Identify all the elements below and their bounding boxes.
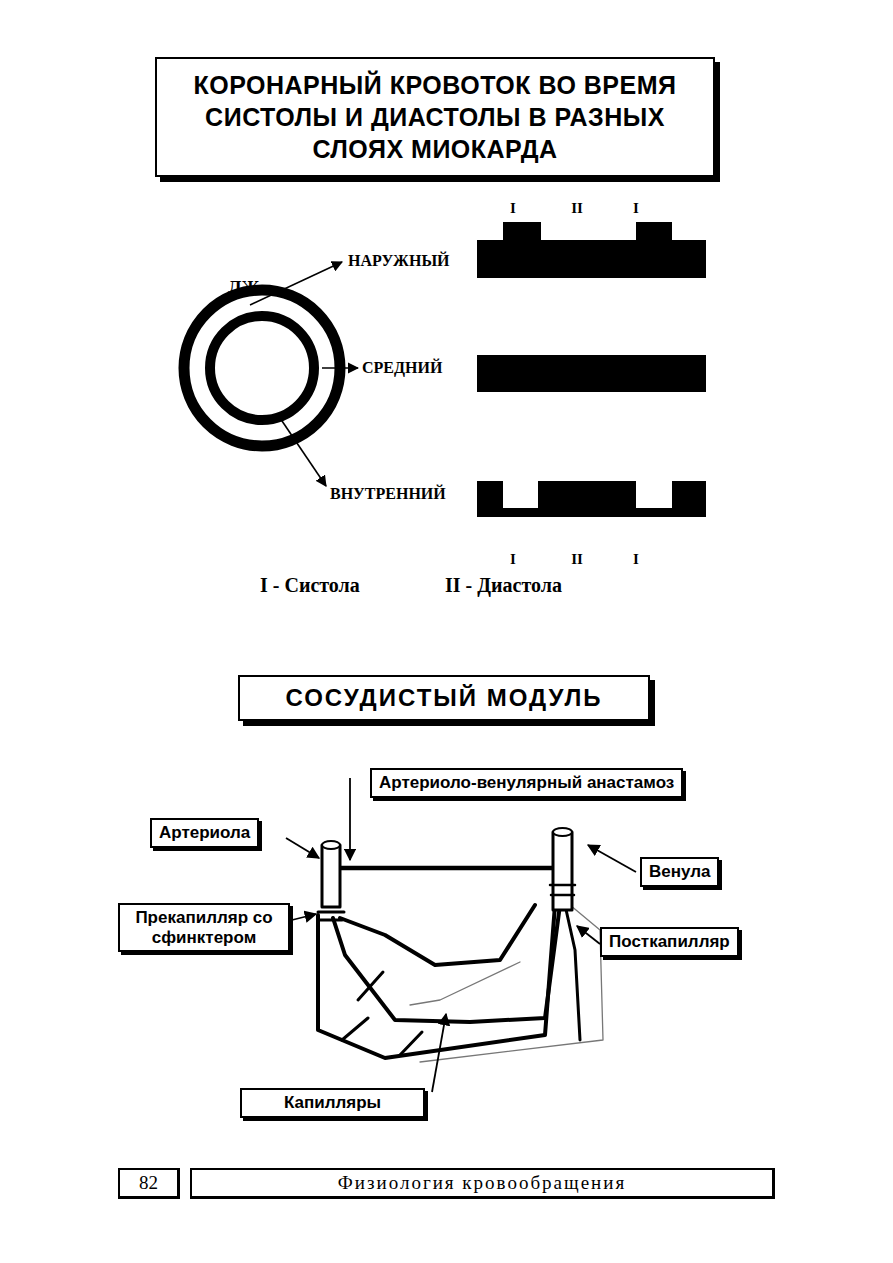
box-text: Артериоло-венулярный анастамоз <box>379 773 674 793</box>
layer-label: НАРУЖНЫЙ <box>348 252 450 270</box>
callout-box: Посткапилляр <box>600 927 739 957</box>
title-box: КОРОНАРНЫЙ КРОВОТОК ВО ВРЕМЯ СИСТОЛЫ И Д… <box>155 57 715 177</box>
phase-mark: I <box>510 200 516 217</box>
phase-mark: I <box>633 551 639 568</box>
legend-note: I - Систола <box>260 574 360 597</box>
callout-box: Прекапилляр со сфинктером <box>118 903 290 952</box>
legend-note: II - Диастола <box>445 574 562 597</box>
phase-mark: I <box>633 200 639 217</box>
flow-bars <box>477 222 706 517</box>
callout-box: Артериоло-венулярный анастамоз <box>370 768 683 798</box>
callout-box: Венула <box>640 857 719 887</box>
leader-arrows <box>286 778 636 1092</box>
box-text: Посткапилляр <box>609 932 730 952</box>
box-text: Артериола <box>159 823 250 843</box>
running-footer: Физиология кровообращения <box>190 1168 775 1199</box>
box-text: Капилляры <box>249 1093 416 1113</box>
vascular-module <box>318 828 603 1062</box>
ventricle-rings <box>184 290 340 446</box>
phase-mark: I <box>510 551 516 568</box>
section-heading: СОСУДИСТЫЙ МОДУЛЬ <box>238 675 650 721</box>
box-text: Венула <box>649 862 710 882</box>
phase-mark: II <box>571 200 583 217</box>
title-text: КОРОНАРНЫЙ КРОВОТОК ВО ВРЕМЯ СИСТОЛЫ И Д… <box>171 69 699 165</box>
box-text: 82 <box>128 1172 169 1194</box>
layer-label: ЛЖ <box>228 278 259 299</box>
box-text: Физиология кровообращения <box>200 1172 764 1194</box>
callout-box: Артериола <box>150 818 259 848</box>
layer-label: СРЕДНИЙ <box>362 359 442 377</box>
box-text: Прекапилляр со сфинктером <box>127 908 281 947</box>
layer-label: ВНУТРЕННИЙ <box>330 485 446 503</box>
page-number: 82 <box>118 1168 180 1199</box>
leader-arrows <box>250 262 358 486</box>
box-text: СОСУДИСТЫЙ МОДУЛЬ <box>250 684 638 712</box>
phase-mark: II <box>571 551 583 568</box>
callout-box: Капилляры <box>240 1088 425 1118</box>
